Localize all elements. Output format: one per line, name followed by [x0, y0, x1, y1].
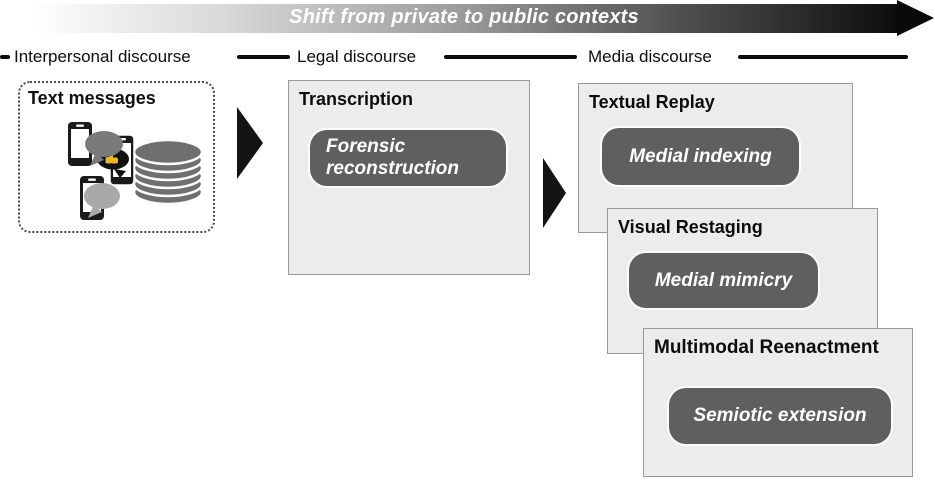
- smartphone-icon: [68, 122, 92, 166]
- stage-box-multimodal-reenactment: Multimodal Reenactment Semiotic extensio…: [643, 328, 913, 477]
- speech-bubble-icon: [85, 131, 123, 166]
- stage-pill: Medial mimicry: [629, 253, 818, 308]
- separator-line: [237, 55, 290, 59]
- speech-bubble-icon: [84, 183, 120, 218]
- stage-pill: Semiotic extension: [669, 388, 891, 444]
- stage-box-transcription: Transcription Forensic reconstruction: [288, 80, 530, 275]
- stage-title: Visual Restaging: [618, 217, 763, 237]
- arrow-right-icon: [237, 107, 263, 179]
- separator-line: [444, 55, 577, 59]
- stage-title: Textual Replay: [589, 92, 715, 112]
- stage-pill: Forensic reconstruction: [310, 130, 506, 186]
- database-stack-icon: [132, 138, 204, 206]
- interpersonal-discourse-label: Interpersonal discourse: [14, 47, 191, 66]
- gradient-arrow-bar: [30, 4, 898, 33]
- shift-context-label: Shift from private to public contexts: [289, 6, 639, 28]
- text-message-icon-cluster: [68, 122, 204, 220]
- stage-pill: Medial indexing: [602, 128, 799, 185]
- gradient-arrow-head-icon: [897, 0, 934, 36]
- text-messages-title: Text messages: [28, 88, 156, 108]
- media-discourse-label: Media discourse: [588, 47, 712, 66]
- separator-line: [738, 55, 908, 59]
- legal-discourse-label: Legal discourse: [297, 47, 417, 66]
- separator-line: [0, 55, 10, 59]
- stage-title: Multimodal Reenactment: [654, 337, 879, 358]
- stage-title: Transcription: [299, 89, 414, 109]
- arrow-right-icon: [543, 158, 566, 228]
